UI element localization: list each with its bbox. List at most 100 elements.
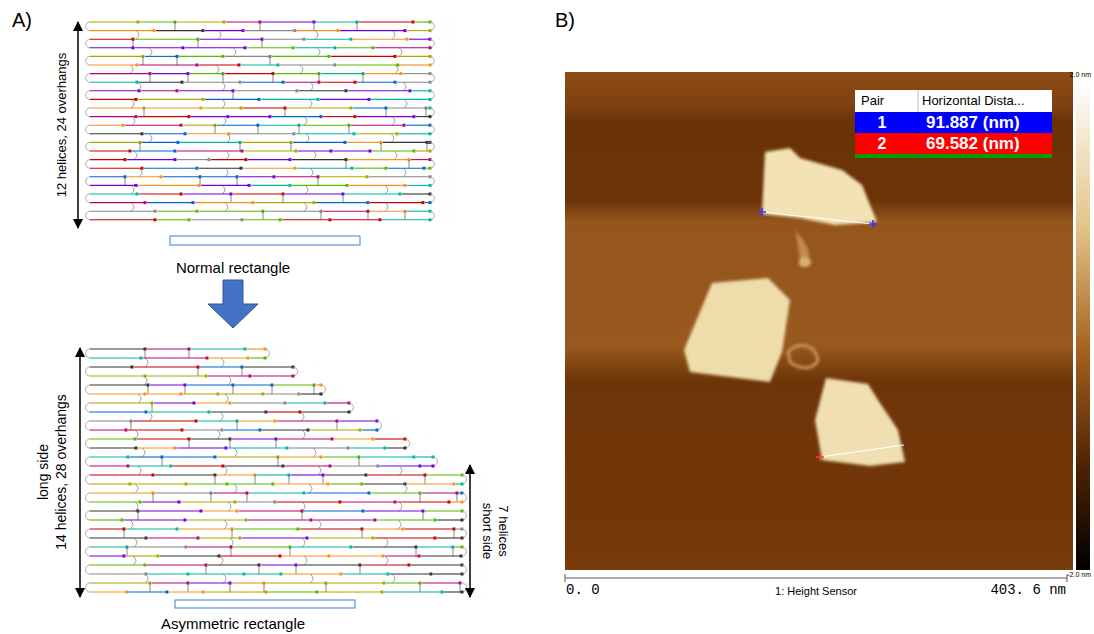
staple-strand (90, 90, 139, 91)
grid-dot (285, 348, 286, 349)
staple-strand (145, 56, 177, 57)
crossover (134, 151, 137, 160)
strand-end (284, 402, 287, 405)
staple-strand (243, 107, 285, 108)
strand-end (429, 218, 432, 221)
staple-strand (90, 438, 135, 439)
staple-strand (347, 142, 381, 143)
staple-strand (224, 429, 260, 430)
staple-strand (150, 384, 185, 385)
grid-dot (453, 185, 454, 186)
strand-end (334, 46, 337, 49)
strand-end (125, 429, 128, 432)
grid-dot (453, 211, 454, 212)
grid-dot (439, 107, 440, 108)
strand-end (303, 38, 306, 41)
staple-strand (310, 429, 360, 430)
grid-dot (481, 483, 482, 484)
grid-dot (285, 357, 286, 358)
grid-dot (439, 64, 440, 65)
crossover (218, 31, 221, 40)
staple-strand (334, 438, 373, 439)
strand-end (429, 64, 432, 67)
staple-strand (217, 456, 278, 457)
staple-strand (233, 193, 283, 194)
crossover (272, 385, 273, 394)
crossover (217, 430, 220, 439)
staple-strand (183, 193, 231, 194)
grid-dot (439, 142, 440, 143)
strand-end (298, 393, 301, 396)
crossover (143, 56, 144, 65)
strand-end (376, 429, 379, 432)
crossover (399, 48, 402, 57)
strand-end (176, 89, 179, 92)
grid-dot (355, 402, 356, 403)
strand-end (354, 115, 357, 118)
staple-strand (203, 107, 241, 108)
crossover (309, 99, 312, 108)
strand-end (141, 167, 144, 170)
strand-end (196, 167, 199, 170)
crossover (283, 194, 284, 203)
strand-end (406, 38, 409, 41)
grid-dot (439, 193, 440, 194)
grid-dot (341, 393, 342, 394)
strand-end (413, 115, 416, 118)
strand-end (269, 115, 272, 118)
strand-end (248, 184, 251, 187)
staple-strand (301, 125, 349, 126)
grid-dot (327, 483, 328, 484)
strand-end (202, 98, 205, 101)
staple-strand (90, 30, 154, 31)
grid-dot (453, 150, 454, 151)
crossover (138, 394, 141, 403)
staple-strand (354, 168, 386, 169)
staple-strand (365, 73, 401, 74)
strand-end (294, 167, 297, 170)
staple-strand (90, 420, 131, 421)
staple-strand (321, 73, 363, 74)
grid-dot (453, 176, 454, 177)
strand-end (144, 201, 147, 204)
strand-end (238, 64, 241, 67)
staple-strand (143, 357, 207, 358)
staple-strand (185, 47, 245, 48)
staple-strand (247, 47, 293, 48)
grid-dot (243, 573, 244, 574)
staple-strand (349, 185, 405, 186)
strand-end (423, 167, 426, 170)
strand-end (241, 218, 244, 221)
staple-strand (90, 176, 125, 177)
staple-strand (211, 159, 246, 160)
strand-end (429, 167, 432, 170)
strand-end (366, 175, 369, 178)
strand-end (181, 429, 184, 432)
strand-end (205, 375, 208, 378)
staple-strand (412, 90, 430, 91)
staple-strand (138, 447, 175, 448)
staple-strand (251, 185, 290, 186)
strand-end (274, 420, 277, 423)
crossover (427, 142, 428, 151)
crossover (225, 203, 228, 212)
staple-strand (90, 133, 142, 134)
crossover (216, 65, 219, 74)
staple-strand (205, 99, 259, 100)
overhang-loop (86, 125, 90, 134)
staple-strand (245, 30, 295, 31)
staple-strand (235, 384, 272, 385)
crossover (310, 82, 313, 91)
staple-strand (90, 447, 136, 448)
crossover (395, 65, 398, 74)
staple-strand (348, 159, 409, 160)
staple-strand (402, 193, 430, 194)
staple-strand (287, 107, 351, 108)
strand-end (313, 201, 316, 204)
grid-dot (229, 402, 230, 403)
strand-end (240, 107, 243, 110)
grid-dot (453, 483, 454, 484)
grid-dot (467, 492, 468, 493)
strand-end (174, 150, 177, 153)
crossover (409, 160, 410, 169)
